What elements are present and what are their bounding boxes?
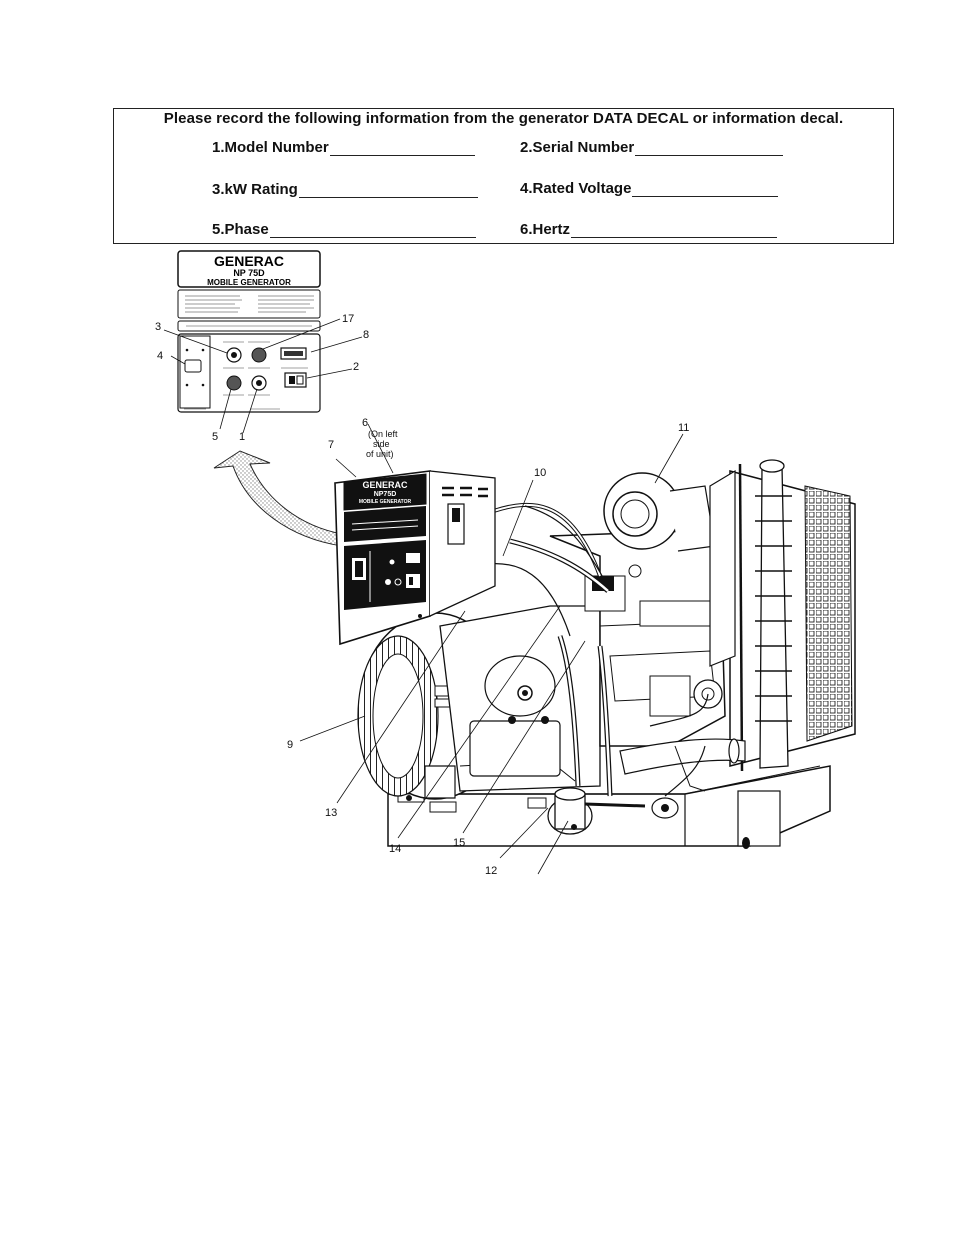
- phase-blank[interactable]: [270, 225, 476, 238]
- model-number-label: 1.Model Number: [212, 139, 329, 156]
- panel-brand: GENERAC: [362, 480, 408, 490]
- callout-3: 3: [155, 321, 161, 333]
- callout-8: 8: [363, 329, 369, 341]
- callout-6-note-1: (On left: [368, 429, 398, 439]
- decal-engine-controller-icon: [252, 348, 266, 362]
- generator-illustration: GENERAC NP 75D MOBILE GENERATOR: [130, 246, 870, 876]
- callout-6-note-2: side: [373, 439, 390, 449]
- callout-6: 6: [362, 417, 368, 429]
- callout-12: 12: [485, 865, 497, 876]
- phase-field[interactable]: 5.Phase: [212, 221, 476, 238]
- callout-5: 5: [212, 431, 218, 443]
- rated-voltage-blank[interactable]: [632, 184, 778, 197]
- serial-number-blank[interactable]: [635, 143, 783, 156]
- serial-number-label: 2.Serial Number: [520, 139, 634, 156]
- callout-6-note-3: of unit): [366, 449, 394, 459]
- callout-11: 11: [678, 422, 689, 434]
- record-heading: Please record the following information …: [114, 110, 893, 127]
- serial-number-field[interactable]: 2.Serial Number: [520, 139, 783, 156]
- rated-voltage-field[interactable]: 4.Rated Voltage: [520, 180, 778, 197]
- panel-model: NP75D: [374, 491, 397, 498]
- model-number-field[interactable]: 1.Model Number: [212, 139, 475, 156]
- decal-outlet-icon: [185, 360, 201, 372]
- hertz-label: 6.Hertz: [520, 221, 570, 238]
- callout-14: 14: [389, 843, 401, 855]
- hertz-blank[interactable]: [571, 225, 777, 238]
- callout-15: 15: [453, 837, 465, 849]
- kw-rating-field[interactable]: 3.kW Rating: [212, 181, 478, 198]
- decal-panel: GENERAC NP 75D MOBILE GENERATOR: [178, 251, 320, 412]
- hertz-field[interactable]: 6.Hertz: [520, 221, 777, 238]
- phase-label: 5.Phase: [212, 221, 269, 238]
- decal-model: NP 75D: [233, 268, 265, 278]
- rated-voltage-label: 4.Rated Voltage: [520, 180, 631, 197]
- model-number-blank[interactable]: [330, 143, 475, 156]
- callout-9: 9: [287, 739, 293, 751]
- panel-subtitle: MOBILE GENERATOR: [359, 499, 412, 505]
- curved-arrow-icon: [214, 451, 342, 546]
- callout-7: 7: [328, 439, 334, 451]
- kw-rating-label: 3.kW Rating: [212, 181, 298, 198]
- callout-1: 1: [239, 431, 245, 443]
- data-record-box: Please record the following information …: [113, 108, 894, 244]
- decal-subtitle: MOBILE GENERATOR: [207, 278, 291, 287]
- generator-unit: GENERAC NP75D MOBILE GENERATOR: [335, 460, 855, 849]
- callout-10: 10: [534, 467, 546, 479]
- decal-brand: GENERAC: [214, 253, 284, 269]
- callout-2: 2: [353, 361, 359, 373]
- kw-rating-blank[interactable]: [299, 185, 478, 198]
- callout-13: 13: [325, 807, 337, 819]
- callout-4: 4: [157, 350, 163, 362]
- decal-battery-charger-icon: [227, 376, 241, 390]
- callout-17: 17: [342, 313, 354, 325]
